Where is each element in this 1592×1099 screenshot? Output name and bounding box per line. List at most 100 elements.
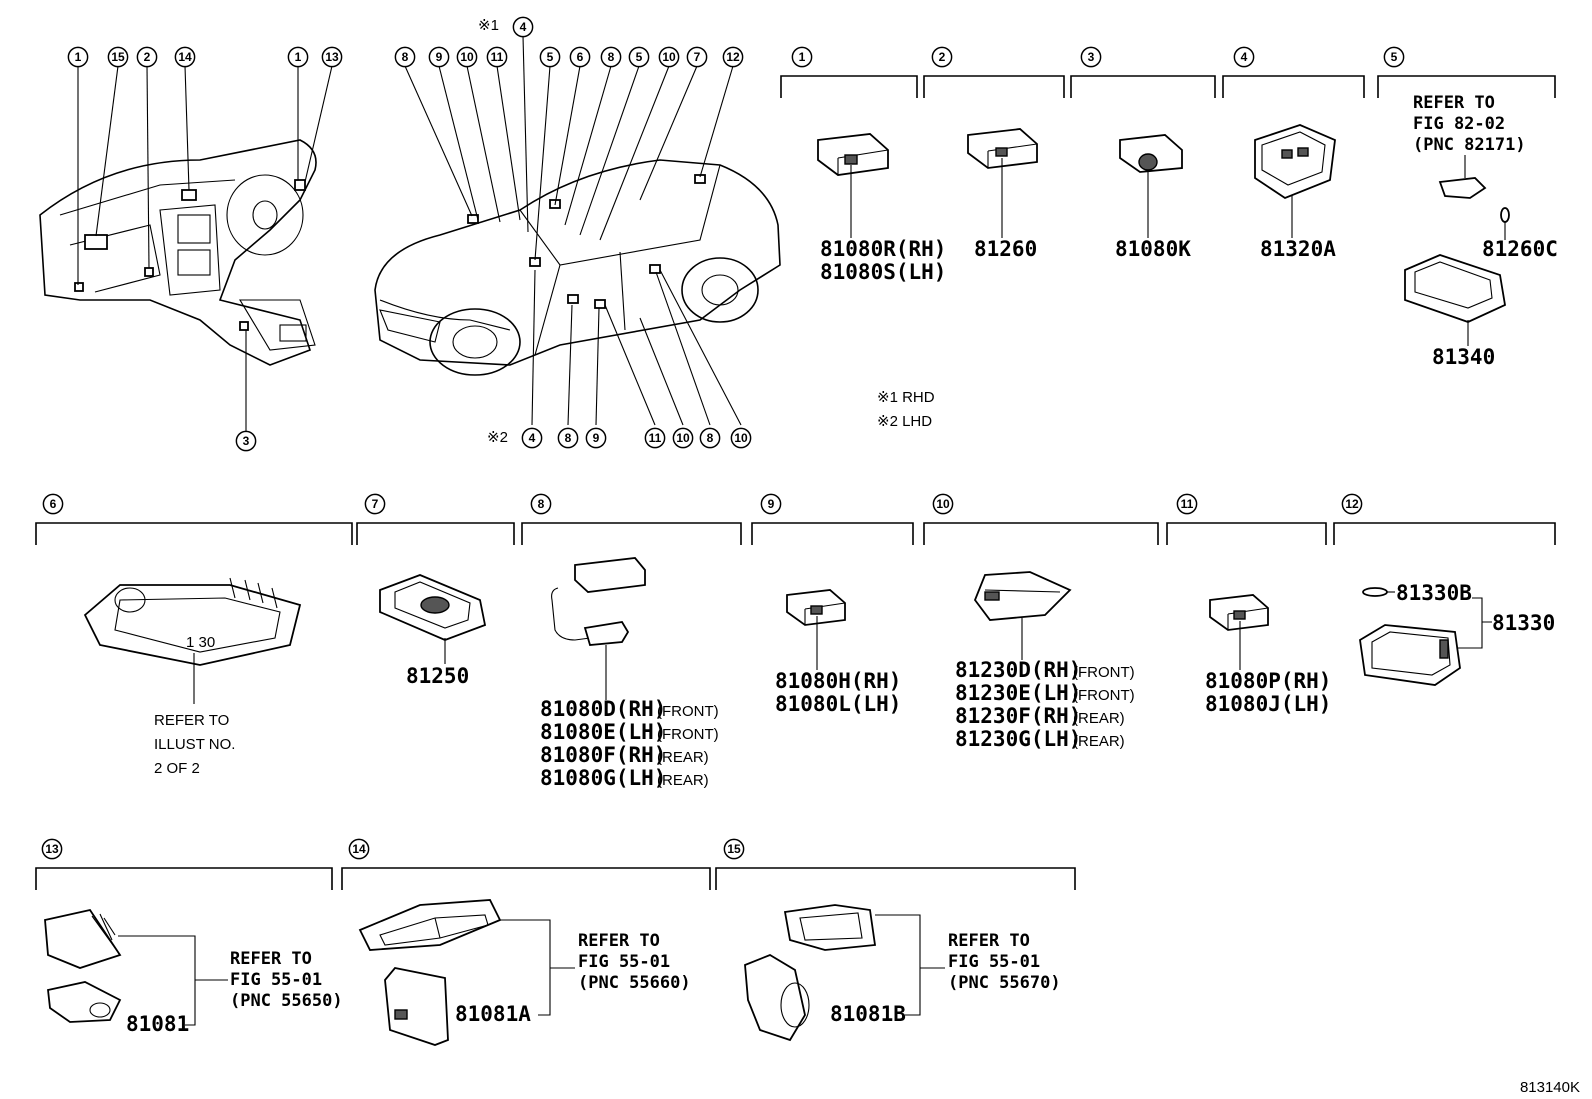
callout-7a-label: 7 (694, 50, 701, 64)
callout-10c-label: 10 (676, 431, 690, 445)
group-8-callout-label: 8 (538, 497, 545, 511)
group-6: 6 1 30 REFER TO ILLUST NO. 2 OF 2 (35, 493, 353, 777)
group-2-callout-label: 2 (939, 50, 946, 64)
g13-refer-line3: (PNC 55650) (230, 991, 343, 1011)
group-4-callout-label: 4 (1241, 50, 1248, 64)
qual-81230F: (REAR) (1073, 710, 1125, 727)
group-13: 13 81081 REFER TO FIG 55-01 (PNC 55650) (35, 838, 343, 1036)
g5-refer-line3: (PNC 82171) (1413, 135, 1526, 155)
g15-refer-line2: FIG 55-01 (948, 952, 1040, 972)
group-3-callout-label: 3 (1088, 50, 1095, 64)
pn-81081: 81081 (126, 1012, 189, 1036)
callout-1-label: 1 (75, 50, 82, 64)
callout-11b-label: 11 (649, 431, 662, 445)
g14-refer-line3: (PNC 55660) (578, 973, 691, 993)
g15-refer-line3: (PNC 55670) (948, 973, 1061, 993)
pn-81230G: 81230G(LH) (955, 727, 1081, 751)
pn-81340: 81340 (1432, 345, 1495, 369)
note-rhd: ※1 RHD (877, 389, 935, 406)
callout-9a-label: 9 (436, 50, 443, 64)
qual-81080F: (REAR) (657, 749, 709, 766)
pn-81320A: 81320A (1260, 237, 1336, 261)
callout-6a-label: 6 (577, 50, 584, 64)
pn-81080P: 81080P(RH) (1205, 669, 1331, 693)
callout-10b-label: 10 (662, 50, 676, 64)
group-13-callout-label: 13 (45, 842, 59, 856)
pn-81260C: 81260C (1482, 237, 1558, 261)
callout-3-label: 3 (243, 434, 250, 448)
pn-81330B: 81330B (1396, 581, 1472, 605)
callout-10d-label: 10 (734, 431, 748, 445)
group-3: 3 81080K (1070, 46, 1216, 261)
g14-refer-line1: REFER TO (578, 931, 660, 951)
group-15: 15 81081B REFER TO FIG 55-01 (PNC 55670) (715, 838, 1076, 1042)
pn-81080D: 81080D(RH) (540, 697, 666, 721)
g6-refer-line1: REFER TO (154, 712, 229, 729)
pn-81080K: 81080K (1115, 237, 1191, 261)
callout-4-rhd-label: 4 (520, 20, 527, 34)
dashboard-callouts: 1 15 2 14 1 13 3 (67, 46, 343, 452)
group-14-callout-label: 14 (352, 842, 366, 856)
group-11-callout-label: 11 (1181, 497, 1194, 511)
callout-8c-label: 8 (565, 431, 572, 445)
dashboard-illustration (39, 65, 333, 432)
rhd-mark-top: ※1 (478, 17, 499, 34)
callout-10a-label: 10 (460, 50, 474, 64)
group-1: 1 81080R(RH) 81080S(LH) (780, 46, 946, 284)
pn-81080R: 81080R(RH) (820, 237, 946, 261)
group-1-callout-label: 1 (799, 50, 806, 64)
vehicle-illustration (374, 35, 781, 426)
qual-81230E: (FRONT) (1073, 687, 1135, 704)
callout-8d-label: 8 (707, 431, 714, 445)
callout-5b-label: 5 (636, 50, 643, 64)
group-8: 8 81080D(RH) (FRONT) 81080E(LH) (FRONT) … (521, 493, 742, 790)
group-4: 4 81320A (1222, 46, 1365, 261)
callout-4-lhd-label: 4 (529, 431, 536, 445)
group-7-callout-label: 7 (372, 497, 379, 511)
qual-81230G: (REAR) (1073, 733, 1125, 750)
group-2: 2 81260 (923, 46, 1065, 261)
pn-81080J: 81080J(LH) (1205, 692, 1331, 716)
callout-9b-label: 9 (593, 431, 600, 445)
g5-refer-line2: FIG 82-02 (1413, 114, 1505, 134)
pn-81230F: 81230F(RH) (955, 704, 1081, 728)
g6-part-mark: 1 30 (186, 634, 215, 651)
pn-81080H: 81080H(RH) (775, 669, 901, 693)
qual-81080E: (FRONT) (657, 726, 719, 743)
qual-81230D: (FRONT) (1073, 664, 1135, 681)
pn-81230E: 81230E(LH) (955, 681, 1081, 705)
group-5-callout-label: 5 (1391, 50, 1398, 64)
pn-81080S: 81080S(LH) (820, 260, 946, 284)
group-5: 5 REFER TO FIG 82-02 (PNC 82171) 81260C … (1377, 46, 1558, 369)
group-7: 7 81250 (356, 493, 515, 688)
callout-13-label: 13 (325, 50, 339, 64)
pn-81080G: 81080G(LH) (540, 766, 666, 790)
pn-81080E: 81080E(LH) (540, 720, 666, 744)
callout-1b-label: 1 (295, 50, 302, 64)
callout-12a-label: 12 (726, 50, 740, 64)
group-14: 14 81081A REFER TO FIG 55-01 (PNC 55660) (341, 838, 711, 1046)
group-9-callout-label: 9 (768, 497, 775, 511)
g6-refer-line3: 2 OF 2 (154, 760, 200, 777)
g14-refer-line2: FIG 55-01 (578, 952, 670, 972)
group-12-callout-label: 12 (1345, 497, 1359, 511)
pn-81080F: 81080F(RH) (540, 743, 666, 767)
callout-2-label: 2 (144, 50, 151, 64)
callout-5a-label: 5 (547, 50, 554, 64)
group-6-callout-label: 6 (50, 497, 57, 511)
callout-14-label: 14 (178, 50, 192, 64)
g15-refer-line1: REFER TO (948, 931, 1030, 951)
g13-refer-line2: FIG 55-01 (230, 970, 322, 990)
pn-81081B: 81081B (830, 1002, 906, 1026)
callout-8a-label: 8 (402, 50, 409, 64)
group-15-callout-label: 15 (727, 842, 741, 856)
g5-refer-line1: REFER TO (1413, 93, 1495, 113)
callout-11a-label: 11 (491, 50, 504, 64)
pn-81330: 81330 (1492, 611, 1555, 635)
group-9: 9 81080H(RH) 81080L(LH) (751, 493, 914, 716)
note-lhd: ※2 LHD (877, 413, 932, 430)
pn-81230D: 81230D(RH) (955, 658, 1081, 682)
group-10-callout-label: 10 (936, 497, 950, 511)
